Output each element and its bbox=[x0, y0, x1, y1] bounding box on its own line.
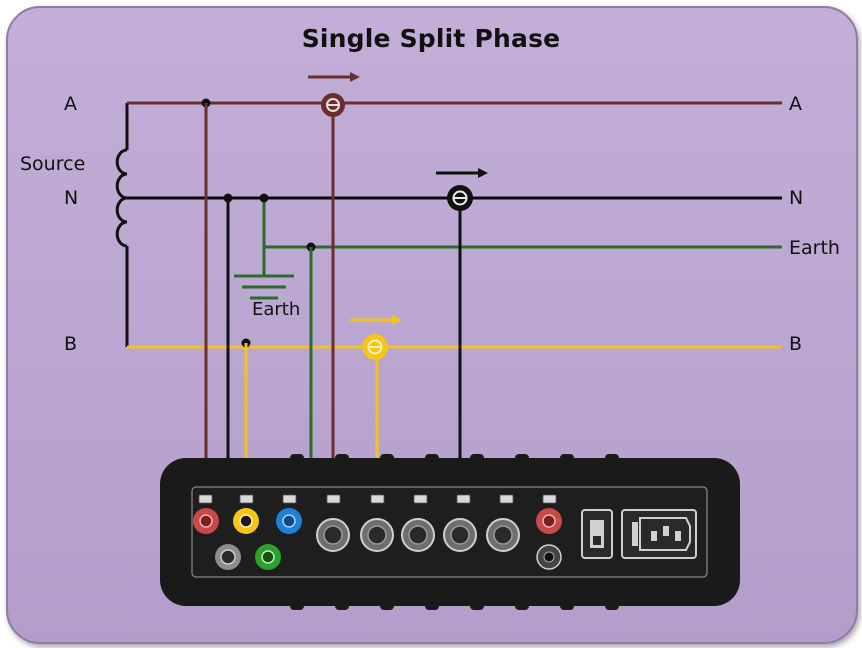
current-clamp-icon bbox=[362, 334, 388, 360]
voltage-terminal-blue bbox=[276, 508, 302, 534]
label-earth-right: Earth bbox=[789, 237, 840, 259]
direction-arrow-icon bbox=[308, 72, 360, 82]
label-earth-ground: Earth bbox=[252, 299, 301, 320]
direction-arrow-icon bbox=[350, 315, 402, 325]
indicator-leds bbox=[198, 494, 557, 504]
label-b-right: B bbox=[789, 333, 803, 355]
ground-symbol-icon bbox=[234, 274, 294, 300]
voltage-terminal-green bbox=[255, 544, 281, 570]
source-transformer-coil bbox=[115, 103, 129, 347]
voltage-terminal-yellow bbox=[233, 508, 259, 534]
label-b-left: B bbox=[64, 333, 78, 355]
diagram-title: Single Split Phase bbox=[301, 24, 561, 53]
direction-arrow-icon bbox=[436, 168, 488, 178]
current-clamp-icon bbox=[447, 185, 473, 211]
voltage-terminal-red bbox=[193, 508, 219, 534]
power-inlet-icon bbox=[621, 509, 697, 559]
voltage-terminal-black bbox=[215, 544, 241, 570]
current-clamp-icon bbox=[321, 93, 345, 117]
label-n-left: N bbox=[64, 187, 79, 209]
label-n-right: N bbox=[789, 187, 804, 209]
power-switch-icon bbox=[581, 509, 613, 559]
aux-terminal-black bbox=[536, 544, 562, 570]
current-connectors bbox=[316, 518, 520, 552]
junction-n-2 bbox=[259, 193, 269, 203]
label-a-left: A bbox=[64, 93, 77, 115]
aux-terminal-red bbox=[536, 508, 562, 534]
label-source: Source bbox=[20, 153, 86, 175]
label-a-right: A bbox=[789, 93, 802, 115]
